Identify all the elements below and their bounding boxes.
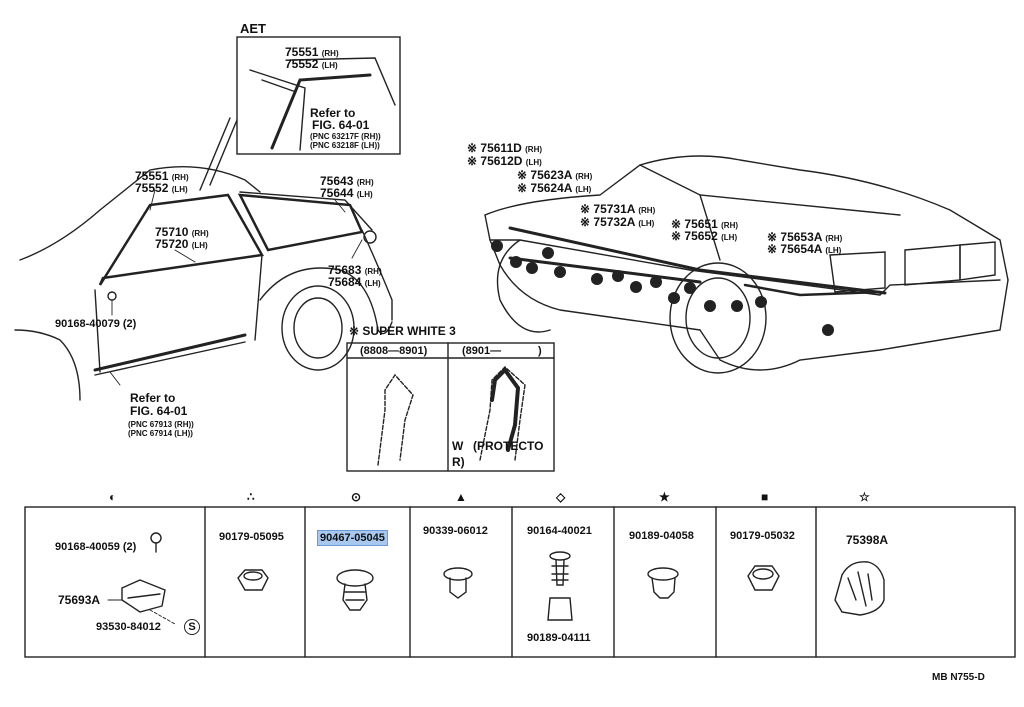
part-75644[interactable]: 75644 (LH) [320,186,373,200]
aet-part-75551[interactable]: 75551 (RH) [285,45,339,59]
super-white-r: R) [452,455,465,469]
part-90339-06012[interactable]: 90339-06012 [423,525,488,537]
part-75684[interactable]: 75684 (LH) [328,275,381,289]
parts-table-frame [24,506,1016,658]
super-white-col1: (8808—8901) [360,345,428,357]
part-75652[interactable]: ※ 75652 (LH) [671,229,738,243]
part-90467-05045-drawing [336,569,374,611]
star-symbol-icon: ★ [659,490,670,504]
super-white-box [346,342,555,472]
part-75398a-drawing [834,561,885,616]
triangle-circle-symbol-icon: ▲ [455,490,467,504]
part-75551[interactable]: 75551 (RH) [135,169,189,183]
part-90179-05032[interactable]: 90179-05032 [730,530,795,542]
part-90189-04058-drawing [647,567,679,599]
part-90164-40021-drawing [547,551,573,621]
super-white-col2: (8901— [462,345,502,357]
pnc-lh: (PNC 67914 (LH)) [128,429,193,438]
part-75653a[interactable]: ※ 75653A (RH) [767,230,843,244]
left-car-outline [14,166,393,401]
diamond-circle-symbol-icon: ◇ [556,490,566,504]
super-white-col2-end: ) [538,345,542,357]
refer-label: Refer to [130,391,176,405]
fig-link[interactable]: FIG. 64-01 [130,404,188,418]
super-white-w: W [452,439,464,453]
aet-fig-link[interactable]: FIG. 64-01 [312,118,370,132]
square-symbol-icon: ■ [761,490,769,504]
three-dots-symbol-icon: ∴ [247,490,255,504]
part-90467-05045[interactable]: 90467-05045 [317,530,388,546]
part-90164-40021[interactable]: 90164-40021 [527,525,592,537]
part-75683[interactable]: 75683 (RH) [328,263,382,277]
super-white-protecto: (PROTECTO [473,439,544,453]
diagram-code: MB N755-D [932,672,985,683]
part-75720[interactable]: 75720 (LH) [155,237,208,251]
part-90168-40059[interactable]: 90168-40059 (2) [55,541,137,553]
super-white-title: ※ SUPER WHITE 3 [349,324,456,338]
part-93530-84012[interactable]: 93530-84012 [96,621,161,633]
pnc-rh: (PNC 67913 (RH)) [128,420,194,429]
s-mark-icon: S [184,619,200,635]
aet-pnc-lh: (PNC 63218F (LH)) [310,141,380,150]
outline-star-symbol-icon: ☆ [859,490,870,504]
part-75624a[interactable]: ※ 75624A (LH) [517,181,592,195]
fastener-markers [491,240,834,336]
part-75398a[interactable]: 75398A [846,533,889,547]
part-75654a[interactable]: ※ 75654A (LH) [767,242,842,256]
part-75643[interactable]: 75643 (RH) [320,174,374,188]
part-75732a[interactable]: ※ 75732A (LH) [580,215,655,229]
half-circle-symbol-icon: ◐ [109,490,117,504]
aet-inset-frame [236,36,401,155]
part-90168-40079[interactable]: 90168-40079 (2) [55,318,137,330]
part-75693a-drawing [107,532,176,625]
part-90189-04111[interactable]: 90189-04111 [527,632,591,644]
aet-pnc-rh: (PNC 63217F (RH)) [310,132,381,141]
part-90339-06012-drawing [443,567,473,599]
dot-circle-symbol-icon: ⊙ [351,490,362,504]
aet-refer-label: Refer to [310,106,356,120]
part-75710[interactable]: 75710 (RH) [155,225,209,239]
part-75612d[interactable]: ※ 75612D (LH) [467,154,542,168]
part-75611d[interactable]: ※ 75611D (RH) [467,141,543,155]
part-90189-04058[interactable]: 90189-04058 [629,530,694,542]
right-car-outline [484,155,1009,374]
part-75552[interactable]: 75552 (LH) [135,181,188,195]
aet-part-75552[interactable]: 75552 (LH) [285,57,338,71]
part-90179-05095-drawing [237,569,269,591]
part-75651[interactable]: ※ 75651 (RH) [671,217,739,231]
part-90179-05032-drawing [747,565,780,591]
aet-inset-title: AET [240,21,266,36]
part-75623a[interactable]: ※ 75623A (RH) [517,168,593,182]
part-75693a[interactable]: 75693A [58,593,101,607]
part-75731a[interactable]: ※ 75731A (RH) [580,202,656,216]
part-90179-05095[interactable]: 90179-05095 [219,531,284,543]
